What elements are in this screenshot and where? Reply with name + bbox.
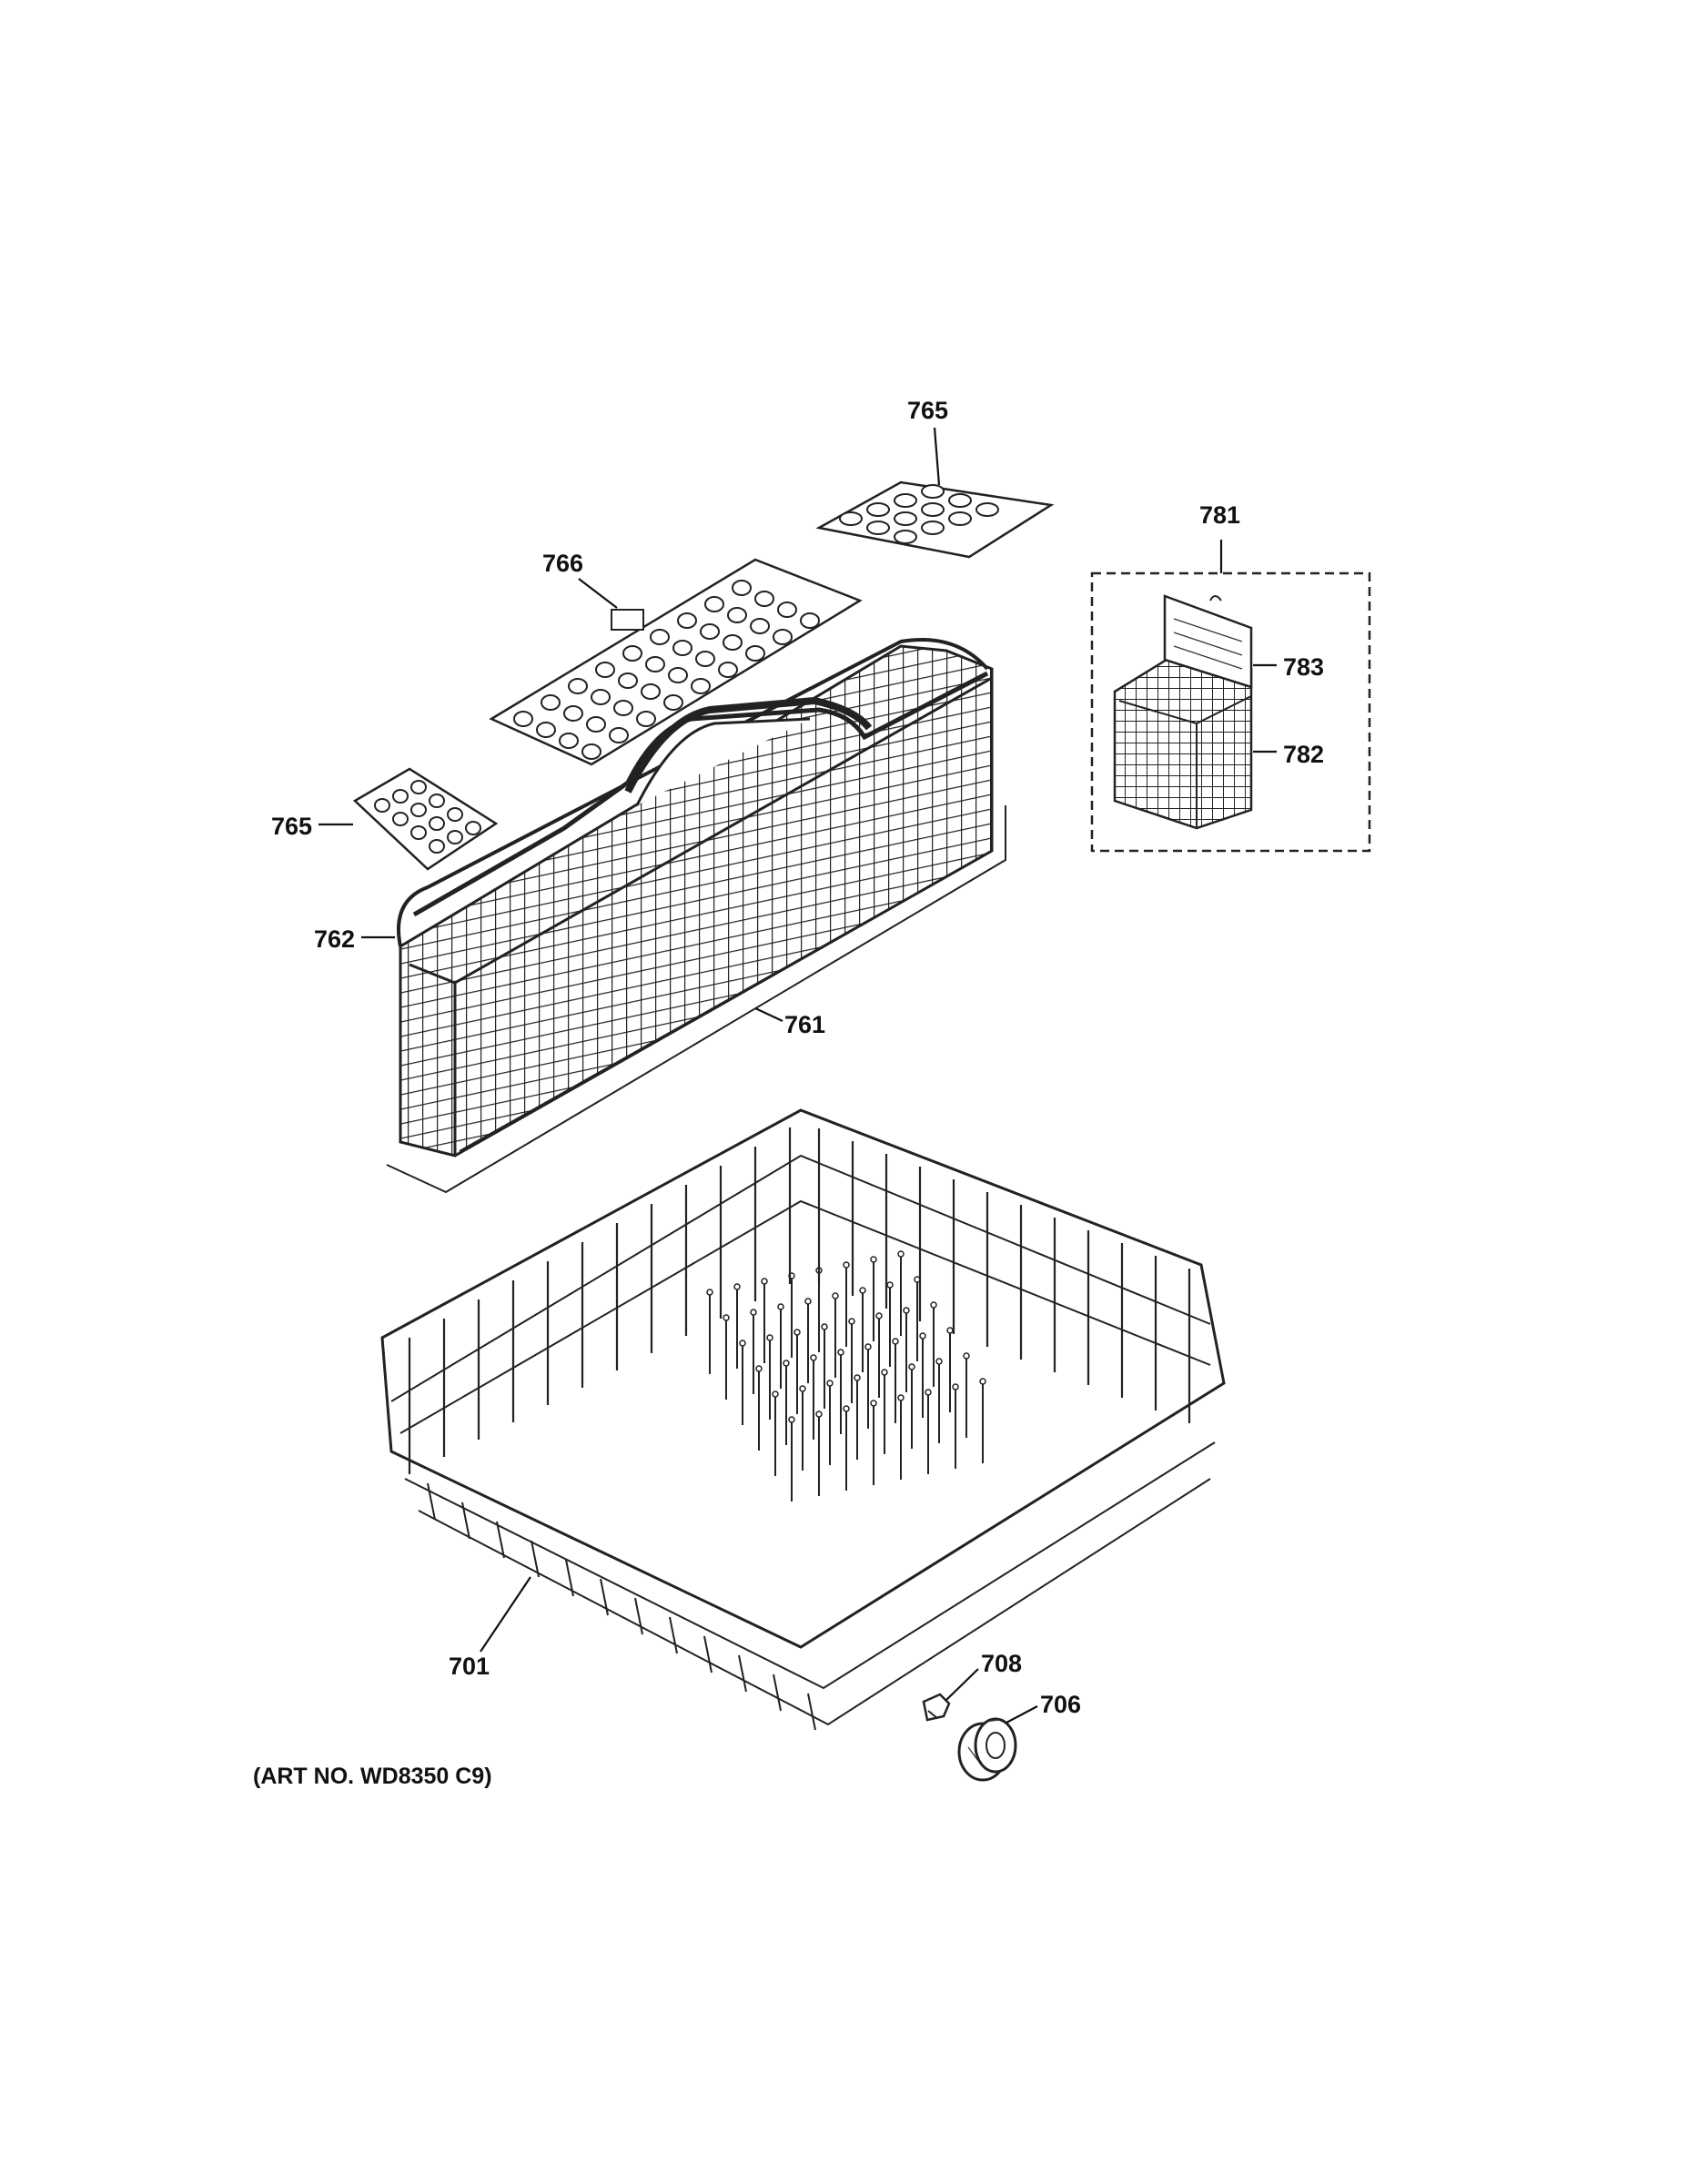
- rack-roller-clip: [922, 1693, 951, 1722]
- part-label-765-top: 765: [907, 397, 948, 424]
- small-tine-tray-top: [815, 480, 1055, 559]
- part-label-701: 701: [449, 1653, 490, 1680]
- small-basket-assembly: [1090, 571, 1371, 853]
- basket-cover: [489, 558, 863, 766]
- art-number: (ART NO. WD8350 C9): [253, 1764, 492, 1789]
- lower-dishrack: [380, 1108, 1226, 1731]
- part-label-781: 781: [1199, 501, 1240, 529]
- part-label-706: 706: [1040, 1691, 1081, 1718]
- small-tine-tray-left: [352, 767, 499, 871]
- part-label-783: 783: [1283, 653, 1324, 681]
- part-label-761: 761: [784, 1011, 825, 1038]
- part-label-762: 762: [314, 925, 355, 953]
- part-label-766: 766: [542, 550, 583, 577]
- part-label-765-left: 765: [271, 813, 312, 840]
- rack-roller-wheel: [957, 1717, 1017, 1782]
- part-label-708: 708: [981, 1650, 1022, 1677]
- leader-lines: [318, 427, 1277, 1724]
- silverware-basket: [386, 638, 1006, 1194]
- part-label-782: 782: [1283, 741, 1324, 768]
